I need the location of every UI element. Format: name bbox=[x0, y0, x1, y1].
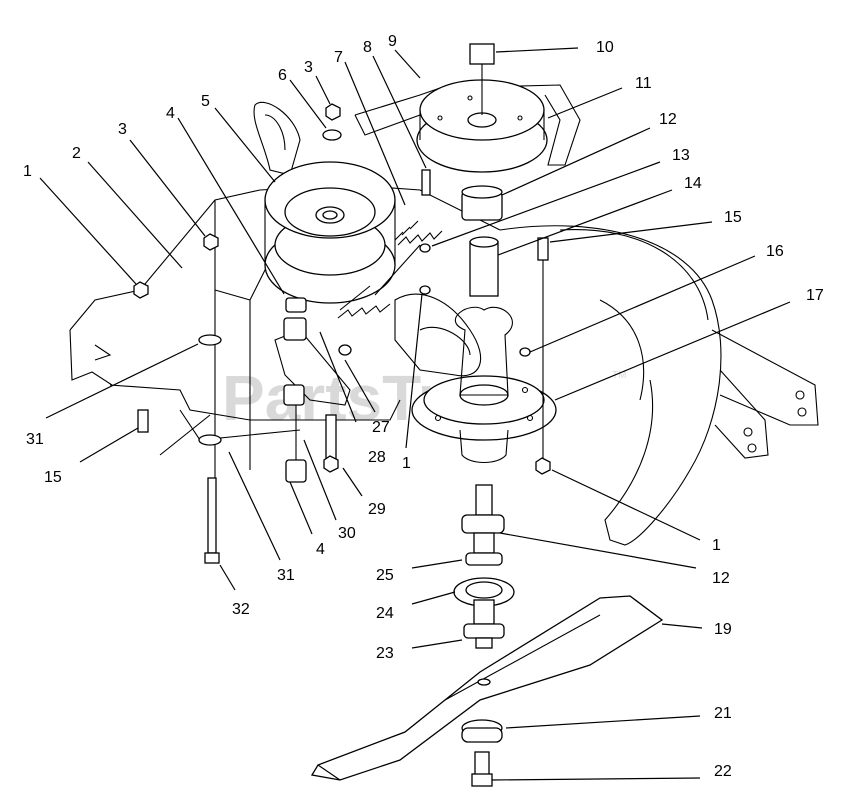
callout-14: 14 bbox=[684, 175, 702, 192]
callout-labels: 1 2 3 4 5 6 3 7 8 9 10 11 12 13 14 15 16… bbox=[23, 33, 824, 780]
callout-29: 29 bbox=[368, 501, 386, 518]
callout-27: 27 bbox=[372, 419, 390, 436]
callout-23: 23 bbox=[376, 645, 394, 662]
pulley-top bbox=[416, 43, 548, 173]
callout-24: 24 bbox=[376, 605, 394, 622]
callout-3b: 3 bbox=[304, 59, 313, 76]
callout-2: 2 bbox=[72, 145, 81, 162]
callout-22: 22 bbox=[714, 763, 732, 780]
callout-1b: 1 bbox=[402, 455, 411, 472]
callout-3: 3 bbox=[118, 121, 127, 138]
callout-31b: 31 bbox=[277, 567, 295, 584]
callout-5: 5 bbox=[201, 93, 210, 110]
blade-bolt bbox=[461, 719, 503, 787]
callout-13: 13 bbox=[672, 147, 690, 164]
leader-lines bbox=[39, 47, 791, 781]
callout-28: 28 bbox=[368, 449, 386, 466]
callout-1: 1 bbox=[23, 163, 32, 180]
callout-12b: 12 bbox=[712, 570, 730, 587]
spacers bbox=[461, 185, 503, 297]
pulley-left bbox=[264, 161, 396, 304]
callout-10: 10 bbox=[596, 39, 614, 56]
callout-19: 19 bbox=[714, 621, 732, 638]
callout-17: 17 bbox=[806, 287, 824, 304]
callout-7: 7 bbox=[334, 49, 343, 66]
callout-15b: 15 bbox=[44, 469, 62, 486]
spindle-housing bbox=[411, 306, 557, 464]
callout-4b: 4 bbox=[316, 541, 325, 558]
callout-31: 31 bbox=[26, 431, 44, 448]
callout-11: 11 bbox=[635, 75, 652, 92]
callout-4: 4 bbox=[166, 105, 175, 122]
callout-32: 32 bbox=[232, 601, 250, 618]
blade bbox=[310, 595, 664, 781]
callout-1c: 1 bbox=[712, 537, 721, 554]
spindle-stack bbox=[453, 484, 515, 649]
callout-16: 16 bbox=[766, 243, 784, 260]
callout-25: 25 bbox=[376, 567, 394, 584]
callout-21: 21 bbox=[714, 705, 732, 722]
callout-30: 30 bbox=[338, 525, 356, 542]
callout-8: 8 bbox=[363, 39, 372, 56]
callout-15: 15 bbox=[724, 209, 742, 226]
watermark-tm: TM bbox=[612, 370, 626, 381]
springs bbox=[337, 220, 443, 319]
callout-6: 6 bbox=[278, 67, 287, 84]
callout-9: 9 bbox=[388, 33, 397, 50]
hardware bbox=[133, 103, 551, 564]
callout-12: 12 bbox=[659, 111, 677, 128]
